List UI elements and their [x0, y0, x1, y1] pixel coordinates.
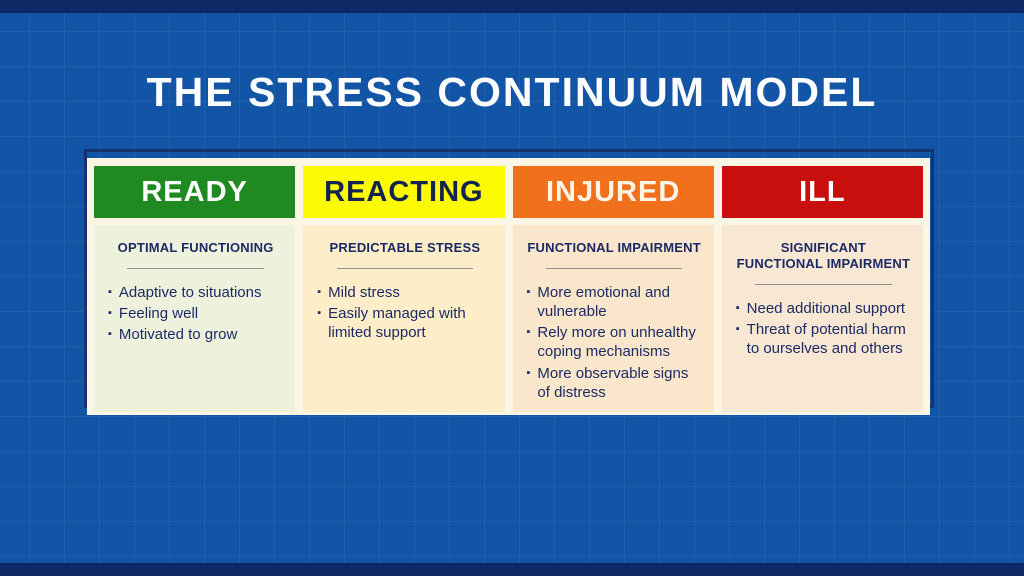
- bullet-item: ▪ Mild stress: [317, 283, 492, 302]
- column-subtitle-injured: FUNCTIONAL IMPAIRMENT: [527, 240, 701, 255]
- column-header-ready: READY: [94, 166, 296, 218]
- column-subtitle-ill: SIGNIFICANT FUNCTIONAL IMPAIRMENT: [736, 240, 911, 271]
- square-bullet-icon: ▪: [317, 307, 322, 320]
- bullet-item: ▪ Easily managed with limited support: [317, 304, 492, 342]
- square-bullet-icon: ▪: [526, 285, 531, 298]
- column-body-reacting: PREDICTABLE STRESS ▪ Mild stress ▪ Easily ma…: [303, 225, 505, 412]
- column-body-injured: FUNCTIONAL IMPAIRMENT ▪ More emotional and…: [512, 225, 714, 412]
- bullet-text: Easily managed with limited support: [328, 305, 466, 342]
- bullet-list-ill: ▪ Need additional support ▪ Threat of poten…: [736, 299, 911, 359]
- bullet-text: Mild stress: [328, 283, 400, 301]
- square-bullet-icon: ▪: [735, 322, 740, 335]
- column-body-ready: OPTIMAL FUNCTIONING ▪ Adaptive to situatio…: [94, 225, 296, 412]
- column-subtitle-reacting: PREDICTABLE STRESS: [329, 240, 481, 255]
- bullet-item: ▪ Adaptive to situations: [108, 283, 283, 302]
- bullet-item: ▪ Feeling well: [108, 304, 283, 323]
- bullet-item: ▪ Need additional support: [736, 299, 911, 318]
- square-bullet-icon: ▪: [108, 328, 112, 341]
- bullet-item: ▪ Threat of potential harm to ourselves a…: [736, 320, 911, 358]
- bullet-item: ▪ Motivated to grow: [108, 325, 283, 344]
- subtitle-divider: [545, 267, 683, 269]
- subtitle-divider: [127, 267, 264, 269]
- page-title: THE STRESS CONTINUUM MODEL: [146, 69, 878, 116]
- column-header-injured: INJURED: [512, 166, 714, 218]
- square-bullet-icon: ▪: [317, 285, 322, 298]
- bullet-text: Adaptive to situations: [118, 283, 262, 301]
- bullet-item: ▪ More observable signs of distress: [527, 364, 702, 402]
- bullet-item: ▪ Rely more on unhealthy coping mechanism…: [527, 323, 702, 361]
- column-header-ill: ILL: [721, 166, 923, 218]
- column-body-ill: SIGNIFICANT FUNCTIONAL IMPAIRMENT ▪ Need a…: [721, 225, 923, 412]
- column-reacting: REACTING PREDICTABLE STRESS ▪ Mild stress ▪ E…: [303, 166, 505, 412]
- bullet-text: Rely more on unhealthy coping mechanisms: [537, 324, 696, 361]
- square-bullet-icon: ▪: [526, 366, 531, 379]
- column-ready: READY OPTIMAL FUNCTIONING ▪ Adaptive to sit…: [94, 166, 296, 412]
- subtitle-divider: [755, 283, 892, 285]
- subtitle-divider: [336, 267, 474, 269]
- bullet-text: More observable signs of distress: [537, 364, 689, 401]
- bullet-list-reacting: ▪ Mild stress ▪ Easily managed with limited…: [317, 283, 492, 343]
- square-bullet-icon: ▪: [735, 301, 740, 314]
- column-injured: INJURED FUNCTIONAL IMPAIRMENT ▪ More emotio…: [512, 166, 714, 412]
- bullet-list-injured: ▪ More emotional and vulnerable ▪ Rely more…: [527, 283, 702, 402]
- bullet-text: Motivated to grow: [118, 326, 238, 344]
- bullet-text: More emotional and vulnerable: [537, 283, 670, 321]
- bullet-text: Feeling well: [118, 305, 199, 323]
- column-ill: ILL SIGNIFICANT FUNCTIONAL IMPAIRMENT ▪ Nee…: [721, 166, 923, 412]
- square-bullet-icon: ▪: [526, 326, 531, 339]
- stress-continuum-card: READY OPTIMAL FUNCTIONING ▪ Adaptive to sit…: [87, 158, 930, 415]
- column-header-reacting: REACTING: [303, 166, 505, 218]
- bullet-text: Need additional support: [746, 299, 906, 317]
- bullet-item: ▪ More emotional and vulnerable: [527, 283, 702, 321]
- square-bullet-icon: ▪: [108, 285, 112, 298]
- bullet-text: Threat of potential harm to ourselves an…: [746, 320, 906, 358]
- bullet-list-ready: ▪ Adaptive to situations ▪ Feeling well ▪ Mot…: [108, 283, 283, 345]
- bottom-edge-bar: [0, 563, 1024, 576]
- square-bullet-icon: ▪: [108, 307, 112, 320]
- top-edge-bar: [0, 0, 1024, 13]
- column-subtitle-ready: OPTIMAL FUNCTIONING: [117, 240, 274, 255]
